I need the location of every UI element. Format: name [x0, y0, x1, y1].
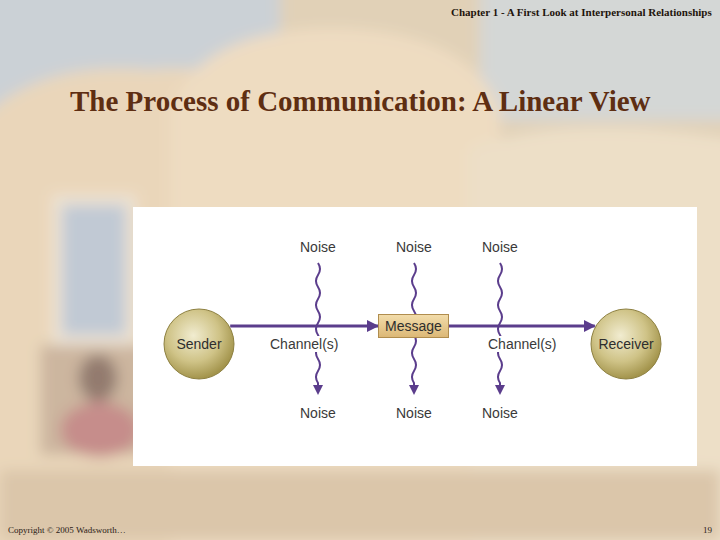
channel-label: Channel(s)	[268, 336, 340, 352]
channel-label: Channel(s)	[486, 336, 558, 352]
slide-title: The Process of Communication: A Linear V…	[70, 85, 651, 118]
noise-label: Noise	[300, 405, 336, 421]
chapter-header: Chapter 1 - A First Look at Interpersona…	[451, 6, 712, 18]
receiver-circle: Receiver	[590, 308, 662, 380]
noise-arrow	[495, 263, 505, 395]
noise-arrow	[313, 263, 323, 395]
noise-label: Noise	[396, 405, 432, 421]
noise-label: Noise	[482, 239, 518, 255]
node-label: Receiver	[590, 336, 662, 352]
node-label: Sender	[163, 336, 235, 352]
sender-circle: Sender	[163, 308, 235, 380]
copyright-note: Copyright © 2005 Wadsworth…	[8, 525, 126, 535]
noise-label: Noise	[396, 239, 432, 255]
circle-shape	[164, 309, 234, 379]
page-number: 19	[703, 525, 712, 535]
message-box: Message	[378, 314, 449, 338]
circle-shape	[591, 309, 661, 379]
connector-arrow	[449, 325, 595, 328]
node-label: Message	[385, 318, 442, 334]
connector-arrow	[230, 325, 378, 328]
noise-label: Noise	[300, 239, 336, 255]
noise-label: Noise	[482, 405, 518, 421]
